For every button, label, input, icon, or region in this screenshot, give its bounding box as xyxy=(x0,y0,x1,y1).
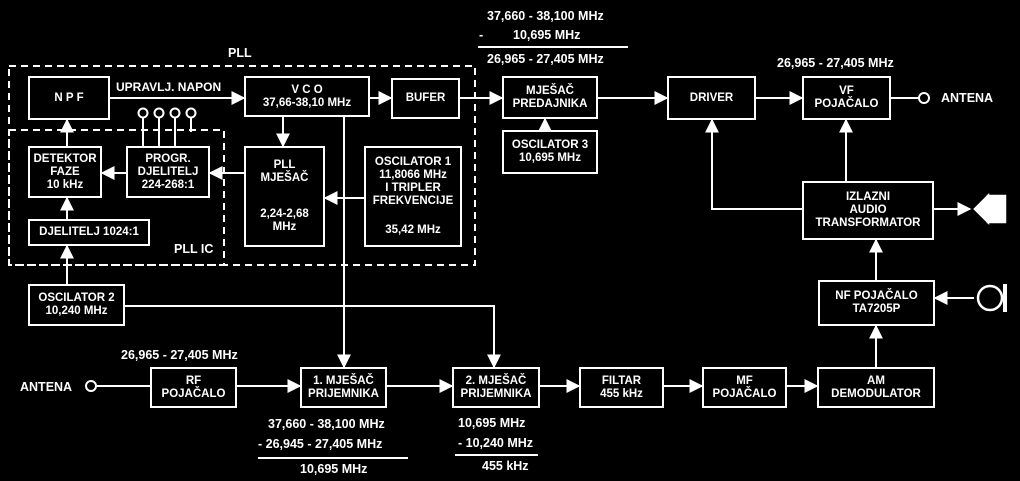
pll-mixer-block: PLL MJEŠAČ 2,24-2,68 MHz xyxy=(244,146,325,247)
antenna-tx-label: ANTENA xyxy=(941,91,994,105)
phase-detector-block: DETEKTOR FAZE 10 kHz xyxy=(28,146,102,198)
pll-label: PLL xyxy=(228,46,252,60)
am-line2: DEMODULATOR xyxy=(831,387,921,400)
det-line2: FAZE xyxy=(50,165,80,178)
am-demodulator-block: AM DEMODULATOR xyxy=(817,367,935,408)
npf-label: N P F xyxy=(54,91,84,104)
osc1-line1: OSCILATOR 1 xyxy=(374,156,452,168)
pllmix-top: PLL MJEŠAČ xyxy=(261,159,309,185)
vf-amplifier-block: VF POJAČALO xyxy=(802,76,891,120)
vf-line1: VF xyxy=(839,85,854,97)
top-freq-line3: 10,695 MHz xyxy=(513,28,581,42)
mix1-calc-line2: - 26,945 - 27,405 MHz xyxy=(258,437,383,451)
oscillator-1-block: OSCILATOR 1 11,8066 MHz I TRIPLER FREKVE… xyxy=(364,146,462,247)
izl-line2: AUDIO xyxy=(849,204,887,216)
pllmix-line3: 2,24-2,68 xyxy=(260,207,309,220)
tx-mixer-line1: MJEŠAČ xyxy=(526,84,574,97)
bufer-block: BUFER xyxy=(391,78,460,119)
bufer-label: BUFER xyxy=(405,92,446,104)
izl-line1: IZLAZNI xyxy=(845,191,891,203)
izl-line3: TRANSFORMATOR xyxy=(815,217,921,229)
vco-range: 37,66-38,10 MHz xyxy=(262,96,352,109)
top-freq-line2: - xyxy=(479,28,484,42)
nf-amplifier-block: NF POJAČALO TA7205P xyxy=(818,280,935,326)
oscillator-3-block: OSCILATOR 3 10,695 MHz xyxy=(502,130,598,174)
rx-input-frequency: 26,965 - 27,405 MHz xyxy=(121,348,238,362)
vco-title: V C O xyxy=(291,83,323,96)
antenna-terminal-icon xyxy=(85,380,97,392)
oscillator-2-block: OSCILATOR 2 10,240 MHz xyxy=(28,284,125,326)
tx-mixer-line2: PREDAJNIKA xyxy=(512,97,588,110)
microphone-icon xyxy=(976,284,1007,312)
speaker-icon xyxy=(973,192,1007,226)
pll-ic-label: PLL IC xyxy=(174,242,214,256)
mix1-calc-line1: 37,660 - 38,100 MHz xyxy=(268,417,385,431)
osc1-line2: 11,8066 MHz xyxy=(379,169,447,181)
tx-mixer-block: MJEŠAČ PREDAJNIKA xyxy=(502,76,598,119)
mf-line2: POJAČALO xyxy=(712,387,777,400)
mix1-line1: 1. MJEŠAČ xyxy=(313,374,374,387)
mix2-calc-line3: 455 kHz xyxy=(482,459,529,473)
pllmix-line1: PLL xyxy=(273,159,296,172)
programmable-divider-block: PROGR. DJELITELJ 224-268:1 xyxy=(126,146,210,198)
rf-line2: POJAČALO xyxy=(161,387,226,400)
top-freq-line4: 26,965 - 27,405 MHz xyxy=(487,52,604,66)
vf-line2: POJAČALO xyxy=(814,98,879,110)
pllmix-bottom: 2,24-2,68 MHz xyxy=(260,208,309,234)
mix1-calc-line3: 10,695 MHz xyxy=(300,462,368,476)
prog-line3: 224-268:1 xyxy=(141,178,195,191)
driver-label: DRIVER xyxy=(689,91,734,104)
pllmix-line4: MHz xyxy=(272,220,297,233)
antenna-rx-label: ANTENA xyxy=(20,380,73,394)
mix2-calc-line1: 10,695 MHz xyxy=(458,416,526,430)
div1024-label: DJELITELJ 1024:1 xyxy=(39,226,139,238)
control-voltage-label: UPRAVLJ. NAPON xyxy=(116,80,222,94)
npf-block: N P F xyxy=(28,76,110,120)
top-freq-line1: 37,660 - 38,100 MHz xyxy=(487,9,604,23)
filtar-line2: 455 kHz xyxy=(600,387,643,400)
osc1-line4: FREKVENCIJE xyxy=(372,195,454,207)
filter-block: FILTAR 455 kHz xyxy=(579,367,664,408)
prog-line2: DJELITELJ xyxy=(137,165,199,178)
mf-amplifier-block: MF POJAČALO xyxy=(702,367,787,408)
pll-ic-boundary xyxy=(8,129,225,266)
antenna-terminal-icon xyxy=(918,92,930,104)
mix2-line1: 2. MJEŠAČ xyxy=(465,374,527,387)
osc2-line1: OSCILATOR 2 xyxy=(38,292,115,304)
osc2-line2: 10,240 MHz xyxy=(45,305,108,317)
osc1-line5: 35,42 MHz xyxy=(385,224,441,236)
prog-line1: PROGR. xyxy=(145,152,191,165)
mix2-line2: PRIJEMNIKA xyxy=(460,387,532,400)
det-line3: 10 kHz xyxy=(46,178,84,191)
pllmix-line2: MJEŠAČ xyxy=(260,172,309,185)
vco-block: V C O 37,66-38,10 MHz xyxy=(244,76,370,117)
rf-amplifier-block: RF POJAČALO xyxy=(150,367,237,408)
mix2-calc-line2: - 10,240 MHz xyxy=(458,436,534,450)
divider-1024-block: DJELITELJ 1024:1 xyxy=(28,219,150,246)
osc1-top: OSCILATOR 1 11,8066 MHz I TRIPLER FREKVE… xyxy=(373,156,454,208)
osc3-line1: OSCILATOR 3 xyxy=(511,139,589,151)
det-line1: DETEKTOR xyxy=(33,152,97,165)
driver-block: DRIVER xyxy=(667,76,756,120)
rx-mixer-1-block: 1. MJEŠAČ PRIJEMNIKA xyxy=(300,367,387,408)
osc1-line3: I TRIPLER xyxy=(385,182,441,194)
rx-mixer-2-block: 2. MJEŠAČ PRIJEMNIKA xyxy=(452,367,540,408)
filtar-line1: FILTAR xyxy=(601,374,642,387)
audio-transformer-block: IZLAZNI AUDIO TRANSFORMATOR xyxy=(802,181,934,240)
mf-line1: MF xyxy=(736,374,753,387)
nf-line2: TA7205P xyxy=(852,303,901,315)
nf-line1: NF POJAČALO xyxy=(835,290,918,302)
rf-line1: RF xyxy=(185,374,202,387)
osc3-line2: 10,695 MHz xyxy=(518,152,581,164)
am-line1: AM xyxy=(867,374,885,387)
mix1-line2: PRIJEMNIKA xyxy=(308,387,379,400)
tx-output-frequency: 26,965 - 27,405 MHz xyxy=(777,56,894,70)
